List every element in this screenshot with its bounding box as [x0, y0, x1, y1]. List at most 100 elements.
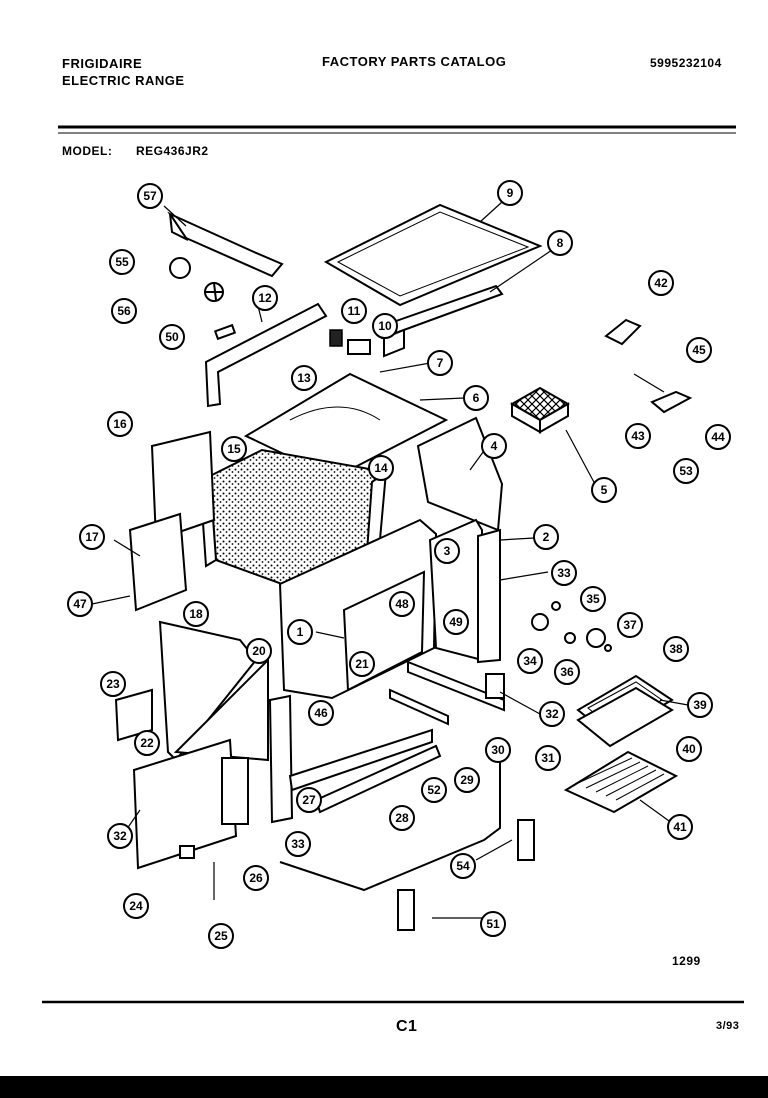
- callout-23-label: 23: [106, 677, 120, 691]
- callout-57-label: 57: [143, 189, 157, 203]
- callout-18: 18: [183, 601, 209, 627]
- callout-32-right-label: 32: [545, 707, 559, 721]
- callout-52: 52: [421, 777, 447, 803]
- callout-55: 55: [109, 249, 135, 275]
- callout-12-label: 12: [258, 291, 272, 305]
- callout-27-label: 27: [302, 793, 316, 807]
- callout-23: 23: [100, 671, 126, 697]
- broiler-pan: [576, 674, 674, 748]
- callout-15: 15: [221, 436, 247, 462]
- oven-side-rails: [389, 660, 505, 726]
- callout-11: 11: [341, 298, 367, 324]
- callout-13-label: 13: [297, 371, 311, 385]
- callout-6: 6: [463, 385, 489, 411]
- catalog-title: FACTORY PARTS CATALOG: [322, 54, 507, 69]
- callout-30: 30: [485, 737, 511, 763]
- callout-30-label: 30: [491, 743, 505, 757]
- callout-25-label: 25: [214, 929, 228, 943]
- leader-lines: [91, 201, 689, 919]
- parts-catalog-sheet: FRIGIDAIRE ELECTRIC RANGE FACTORY PARTS …: [0, 0, 768, 1076]
- storage-drawer-body: [114, 620, 269, 762]
- callout-17: 17: [79, 524, 105, 550]
- callout-43-label: 43: [631, 429, 645, 443]
- callout-53-label: 53: [679, 464, 693, 478]
- callout-32b: 32: [539, 701, 565, 727]
- callout-22-label: 22: [140, 736, 154, 750]
- callout-35-label: 35: [586, 592, 600, 606]
- callout-48: 48: [389, 591, 415, 617]
- callout-21: 21: [349, 651, 375, 677]
- callout-11-label: 11: [348, 304, 361, 318]
- callout-33-right-label: 33: [557, 566, 571, 580]
- callout-25: 25: [208, 923, 234, 949]
- callout-3-label: 3: [444, 544, 451, 558]
- callout-22: 22: [134, 730, 160, 756]
- callout-37: 37: [617, 612, 643, 638]
- callout-26: 26: [243, 865, 269, 891]
- callout-29: 29: [454, 767, 480, 793]
- callout-53: 53: [673, 458, 699, 484]
- callout-32a: 32: [107, 823, 133, 849]
- revision-date: 3/93: [716, 1020, 740, 1032]
- callout-39-label: 39: [693, 698, 707, 712]
- callout-42-label: 42: [654, 276, 668, 290]
- callout-40-label: 40: [682, 742, 696, 756]
- diagram-code: 1299: [672, 954, 701, 968]
- callout-49-label: 49: [449, 615, 463, 629]
- callout-26-label: 26: [249, 871, 263, 885]
- callout-46-label: 46: [314, 706, 328, 720]
- callout-3: 3: [434, 538, 460, 564]
- callout-18-label: 18: [189, 607, 203, 621]
- callout-50-label: 50: [165, 330, 179, 344]
- callout-20: 20: [246, 638, 272, 664]
- callout-43: 43: [625, 423, 651, 449]
- callout-49: 49: [443, 609, 469, 635]
- cooktop-top-panel: [323, 203, 543, 307]
- product-type: ELECTRIC RANGE: [62, 73, 185, 88]
- callout-38: 38: [663, 636, 689, 662]
- callout-34: 34: [517, 648, 543, 674]
- callout-9: 9: [497, 180, 523, 206]
- callout-12: 12: [252, 285, 278, 311]
- callout-38-label: 38: [669, 642, 683, 656]
- hinge-and-brackets: [604, 318, 693, 414]
- callout-29-label: 29: [460, 773, 474, 787]
- control-panel-backguard: [204, 302, 328, 408]
- callout-47-label: 47: [73, 597, 87, 611]
- callout-9-label: 9: [507, 186, 514, 200]
- callout-51-label: 51: [486, 917, 500, 931]
- callout-13: 13: [291, 365, 317, 391]
- callout-46: 46: [308, 700, 334, 726]
- callout-28-label: 28: [395, 811, 409, 825]
- callout-45: 45: [686, 337, 712, 363]
- callout-4-label: 4: [491, 439, 498, 453]
- callout-54: 54: [450, 853, 476, 879]
- callout-50: 50: [159, 324, 185, 350]
- callout-41-label: 41: [673, 820, 687, 834]
- callout-44: 44: [705, 424, 731, 450]
- callout-2-label: 2: [543, 530, 550, 544]
- control-knobs: [531, 601, 612, 652]
- callout-6-label: 6: [473, 391, 480, 405]
- callout-16-label: 16: [113, 417, 127, 431]
- oven-rack: [563, 750, 679, 814]
- callout-51: 51: [480, 911, 506, 937]
- callout-28: 28: [389, 805, 415, 831]
- callout-7: 7: [427, 350, 453, 376]
- catalog-number: 5995232104: [650, 56, 722, 70]
- callout-42: 42: [648, 270, 674, 296]
- leveling-legs: [179, 819, 535, 931]
- callout-7-label: 7: [437, 356, 444, 370]
- callout-8: 8: [547, 230, 573, 256]
- callout-24: 24: [123, 893, 149, 919]
- callout-47: 47: [67, 591, 93, 617]
- callout-10-label: 10: [378, 319, 392, 333]
- callout-31: 31: [535, 745, 561, 771]
- callout-4: 4: [481, 433, 507, 459]
- callout-33-left-label: 33: [291, 837, 305, 851]
- callout-2: 2: [533, 524, 559, 550]
- callout-24-label: 24: [129, 899, 143, 913]
- callout-15-label: 15: [227, 442, 241, 456]
- callout-14: 14: [368, 455, 394, 481]
- callout-36: 36: [554, 659, 580, 685]
